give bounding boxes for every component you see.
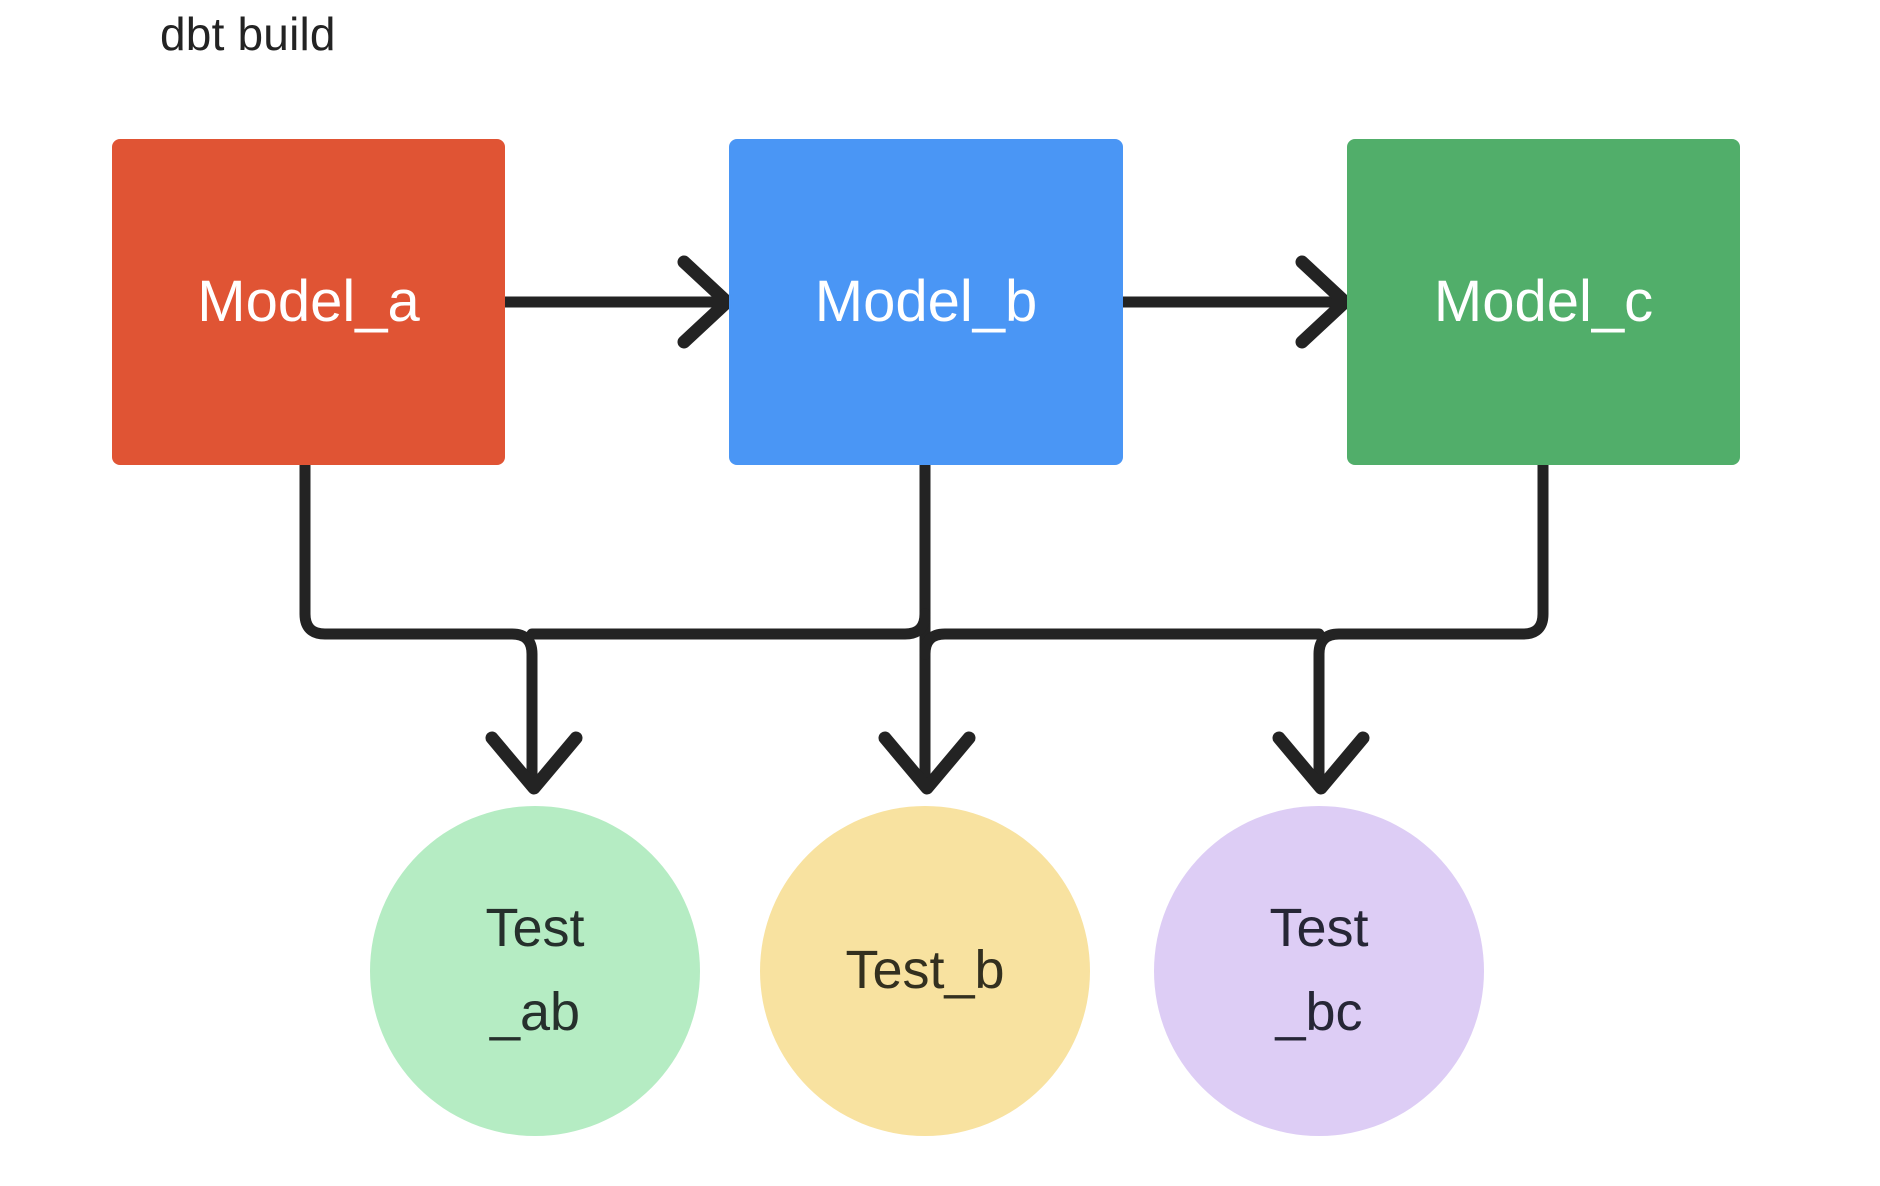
node-test-b[interactable]: Test_b bbox=[760, 806, 1090, 1136]
node-test-b-label: Test_b bbox=[845, 940, 1005, 1001]
edge-model-a-to-test-ab bbox=[299, 459, 583, 795]
edge-model-c-to-test-bc bbox=[1272, 459, 1549, 795]
edge-bus-segments bbox=[526, 608, 1325, 660]
edge-model-a-to-model-b bbox=[499, 255, 734, 349]
node-model-c[interactable]: Model_c bbox=[1347, 139, 1740, 465]
node-test-bc[interactable]: Test _bc bbox=[1154, 806, 1484, 1136]
node-model-b-label: Model_b bbox=[814, 269, 1038, 335]
node-test-ab-label: Test _ab bbox=[485, 898, 585, 1042]
node-test-ab[interactable]: Test _ab bbox=[370, 806, 700, 1136]
node-test-bc-label: Test _bc bbox=[1269, 898, 1369, 1042]
node-model-a-label: Model_a bbox=[197, 269, 420, 335]
node-model-a[interactable]: Model_a bbox=[112, 139, 505, 465]
edge-model-b-to-model-c bbox=[1117, 255, 1352, 349]
node-model-c-label: Model_c bbox=[1433, 269, 1654, 335]
page-title: dbt build bbox=[160, 8, 336, 60]
node-model-b[interactable]: Model_b bbox=[729, 139, 1123, 465]
